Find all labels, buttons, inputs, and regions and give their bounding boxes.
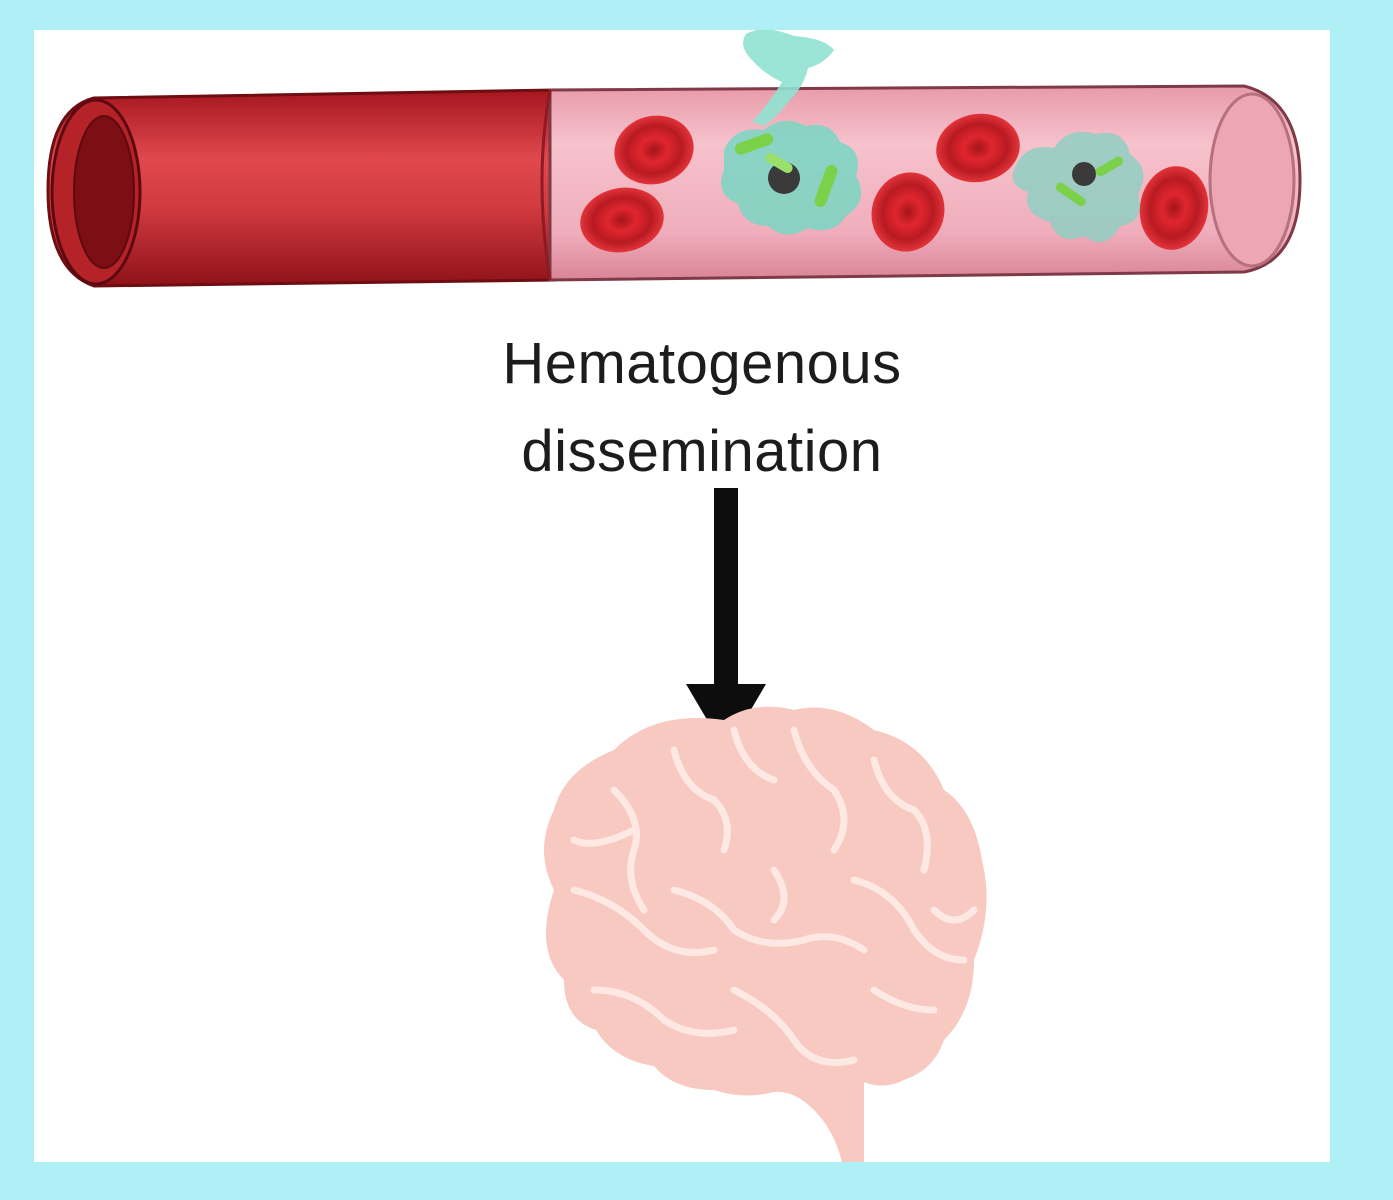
diagram-panel: Hematogenous dissemination (34, 30, 1330, 1162)
infected-cell-icon (1012, 131, 1144, 243)
diagram-canvas (46, 30, 1302, 1162)
infected-cell-icon (721, 30, 862, 235)
arrow-down-icon (686, 488, 766, 752)
red-blood-cell-icon (580, 113, 1209, 253)
brain-icon (544, 706, 987, 1162)
diagram-caption: Hematogenous dissemination (352, 320, 1052, 496)
caption-line-1: Hematogenous (502, 331, 902, 396)
caption-line-2: dissemination (521, 419, 883, 484)
